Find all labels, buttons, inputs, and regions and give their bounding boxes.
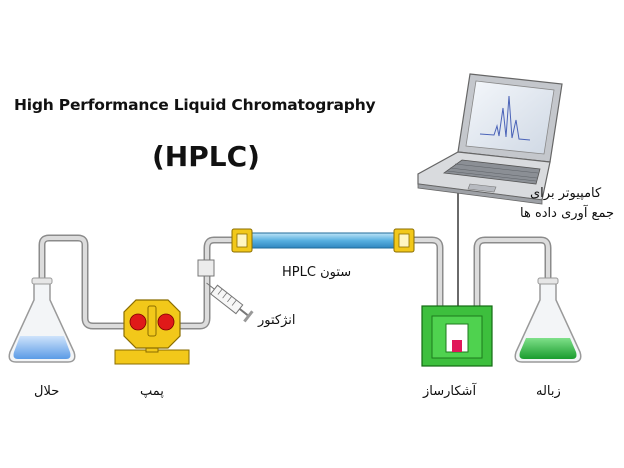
- detector: [421, 305, 493, 367]
- pump: [114, 299, 190, 365]
- computer: [417, 73, 563, 205]
- detector-window: [452, 340, 462, 352]
- label-column: ستون HPLC: [282, 265, 352, 280]
- diagram-abbreviation: (HPLC): [152, 140, 260, 173]
- label-computer-line1: کامپیوتر برای: [530, 186, 602, 201]
- pump-head-left: [129, 313, 147, 331]
- hplc-column: [231, 228, 415, 253]
- solvent-flask: [8, 277, 76, 363]
- pump-head-right: [157, 313, 175, 331]
- chromatogram-screen: [479, 95, 531, 141]
- label-computer-line2: جمع آوری داده ها: [520, 206, 615, 221]
- injector: [197, 259, 254, 323]
- waste-flask: [514, 277, 582, 363]
- label-detector: آشکارساز: [423, 384, 477, 399]
- label-waste: زباله: [536, 384, 561, 399]
- diagram-title: High Performance Liquid Chromatography: [14, 96, 376, 114]
- label-injector: انژکتور: [258, 313, 296, 328]
- label-pump: پمپ: [140, 384, 164, 399]
- label-solvent: حلال: [34, 384, 60, 399]
